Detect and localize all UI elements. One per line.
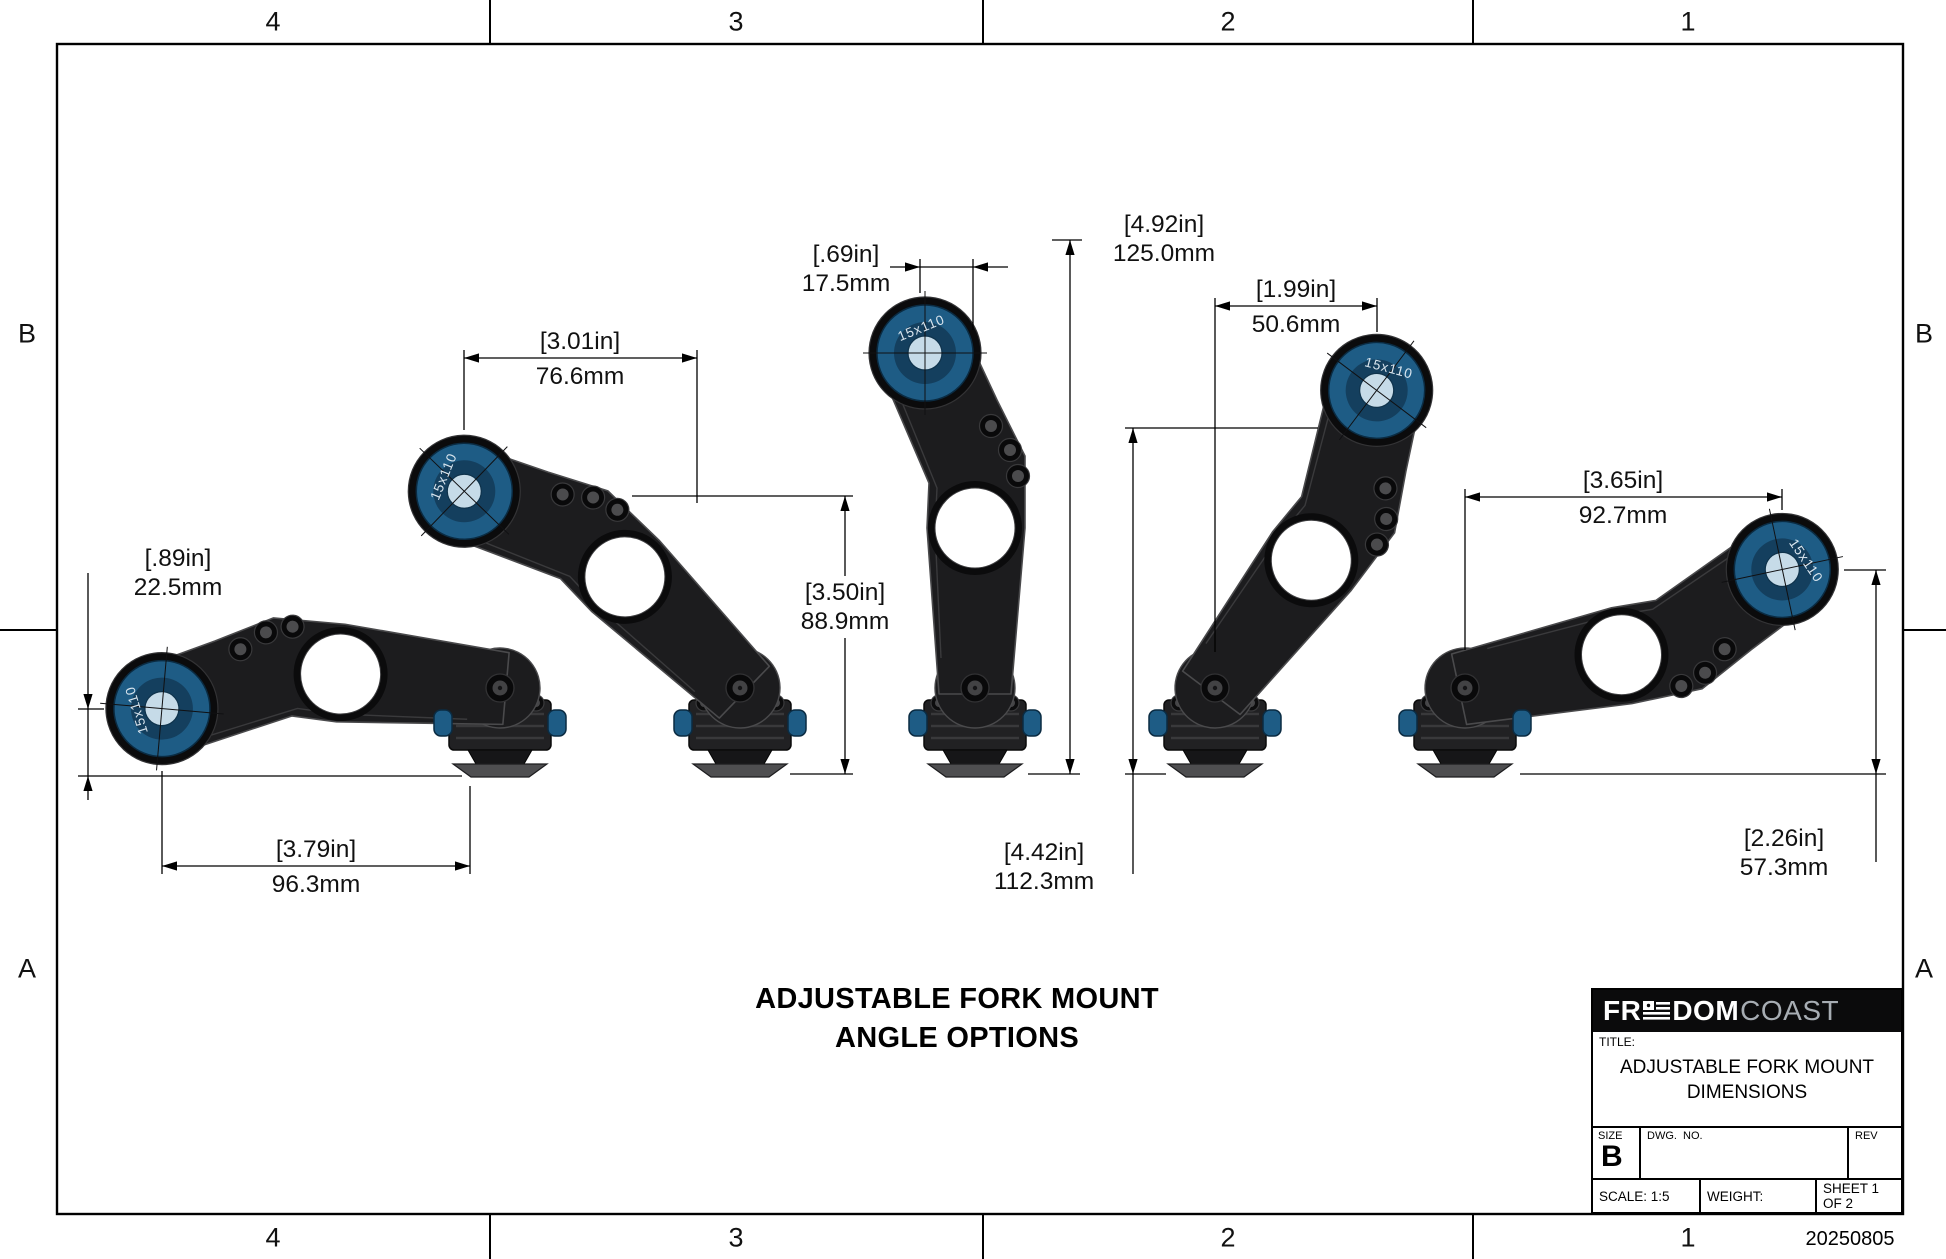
zone-label-bottom-1: 1 <box>1680 1222 1696 1253</box>
note-line1: ADJUSTABLE FORK MOUNT <box>755 983 1159 1015</box>
fork-mount-angle-78-right: 15x110 <box>1398 508 1844 778</box>
note-line2: ANGLE OPTIONS <box>835 1022 1079 1055</box>
svg-text:76.6mm: 76.6mm <box>536 363 625 390</box>
fork-mount-angle-45-left: 15x110 <box>407 434 807 778</box>
size-value: B <box>1601 1140 1623 1173</box>
zone-label-left-a: A <box>17 953 37 984</box>
svg-text:50.6mm: 50.6mm <box>1252 311 1341 338</box>
title-block: FR DOM COAST TITLE: ADJUSTABLE FORK MOUN… <box>1591 988 1903 1214</box>
svg-text:125.0mm: 125.0mm <box>1113 240 1215 267</box>
svg-text:[2.26in]: [2.26in] <box>1744 825 1824 852</box>
dimensions: [.89in]22.5mm [3.79in] 96.3mm [3.01in] 76.6m… <box>78 211 1886 898</box>
date-code: 20250805 <box>1805 1228 1895 1250</box>
fork-mount-angle-vertical: 15x110 <box>863 291 1042 778</box>
fork-mount-angle-37-right: 15x110 <box>1148 333 1434 778</box>
zone-label-right-a: A <box>1914 953 1934 984</box>
scale-cell: SCALE: 1:5 <box>1593 1180 1701 1212</box>
svg-text:[.89in]: [.89in] <box>145 545 212 572</box>
zone-label-top-3: 3 <box>728 6 744 37</box>
svg-text:112.3mm: 112.3mm <box>994 868 1094 895</box>
size-cell: SIZE B <box>1593 1128 1641 1178</box>
sheet-cell: SHEET 1 OF 2 <box>1823 1181 1880 1211</box>
title-section: TITLE: ADJUSTABLE FORK MOUNT DIMENSIONS <box>1593 1032 1901 1128</box>
logo-text-prefix: FR <box>1603 995 1642 1026</box>
svg-text:88.9mm: 88.9mm <box>801 608 890 635</box>
svg-text:17.5mm: 17.5mm <box>802 270 891 297</box>
zone-label-top-1: 1 <box>1680 6 1696 37</box>
svg-text:[4.42in]: [4.42in] <box>1004 839 1084 866</box>
svg-text:22.5mm: 22.5mm <box>134 574 223 601</box>
company-logo: FR DOM COAST <box>1593 990 1901 1032</box>
svg-text:[3.79in]: [3.79in] <box>276 836 356 863</box>
drawing-title-line2: DIMENSIONS <box>1686 1081 1808 1103</box>
svg-text:[3.01in]: [3.01in] <box>540 328 620 355</box>
svg-text:[1.99in]: [1.99in] <box>1256 276 1336 303</box>
rev-cell: REV <box>1855 1130 1878 1142</box>
logo-text-secondary: COAST <box>1740 995 1840 1026</box>
mount-arm: 15x110 <box>863 291 1031 729</box>
logo-text-suffix: DOM <box>1672 995 1740 1026</box>
mount-arm: 15x110 <box>1424 508 1844 729</box>
zone-label-bottom-2: 2 <box>1220 1222 1236 1253</box>
dwg-no-cell: DWG. NO. <box>1641 1128 1849 1178</box>
zone-label-top-2: 2 <box>1220 6 1236 37</box>
drawing-title-line1: ADJUSTABLE FORK MOUNT <box>1619 1057 1875 1078</box>
svg-text:[.69in]: [.69in] <box>813 241 880 268</box>
svg-text:[4.92in]: [4.92in] <box>1124 211 1204 238</box>
mount-arm: 15x110 <box>407 434 781 729</box>
flag-icon <box>1643 1000 1671 1020</box>
zone-label-left-b: B <box>17 318 37 349</box>
zone-label-bottom-4: 4 <box>265 1222 281 1253</box>
fork-mount-angle-horizontal-left: 15x110 <box>100 614 567 778</box>
title-label: TITLE: <box>1599 1035 1636 1049</box>
zone-label-bottom-3: 3 <box>728 1222 744 1253</box>
zone-label-right-b: B <box>1914 318 1934 349</box>
drawing-title: ADJUSTABLE FORK MOUNT DIMENSIONS <box>1593 1056 1901 1105</box>
size-row: SIZE B DWG. NO. REV <box>1593 1128 1901 1180</box>
title-block-bottom-row: SCALE: 1:5 WEIGHT: SHEET 1 OF 2 <box>1593 1180 1901 1212</box>
size-label: SIZE <box>1598 1130 1623 1142</box>
drawing-note: ADJUSTABLE FORK MOUNT ANGLE OPTIONS <box>657 980 1257 1058</box>
zone-label-top-4: 4 <box>265 6 281 37</box>
svg-text:92.7mm: 92.7mm <box>1579 502 1668 529</box>
weight-cell: WEIGHT: <box>1701 1180 1817 1212</box>
svg-text:96.3mm: 96.3mm <box>272 871 361 898</box>
svg-text:57.3mm: 57.3mm <box>1740 854 1829 881</box>
svg-text:[3.65in]: [3.65in] <box>1583 467 1663 494</box>
svg-text:[3.50in]: [3.50in] <box>805 579 885 606</box>
